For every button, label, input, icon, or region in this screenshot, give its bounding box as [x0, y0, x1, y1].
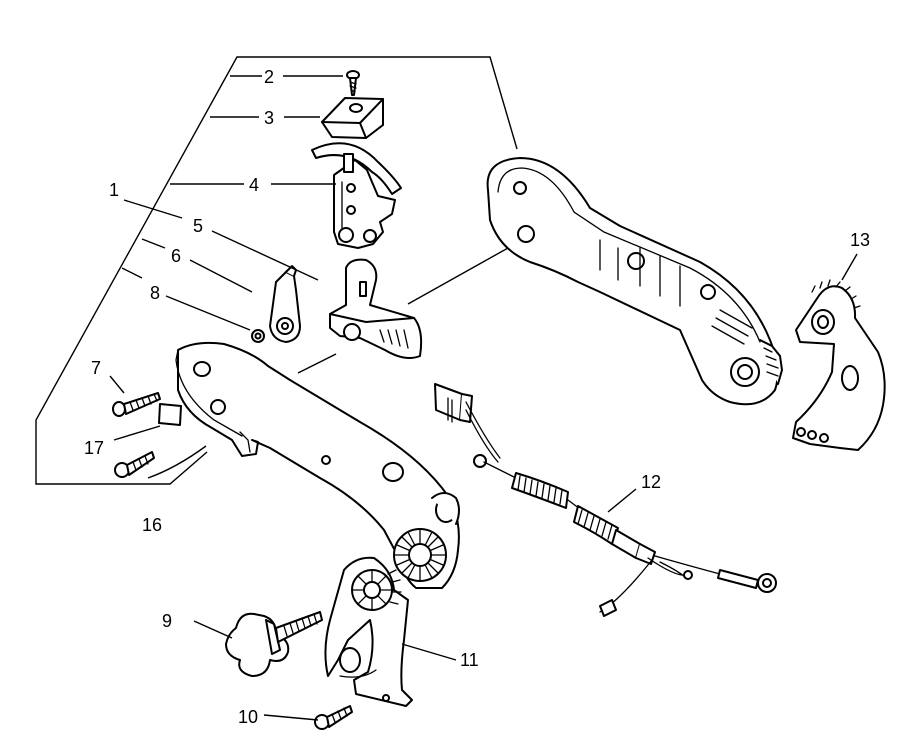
callout-1: 1	[109, 180, 119, 200]
callout-17: 17	[84, 438, 104, 458]
part-trigger-5	[329, 258, 423, 359]
gear-left-housing	[393, 528, 447, 582]
part-screw-16	[114, 451, 155, 478]
callout-8: 8	[150, 283, 160, 303]
part-knob-9	[225, 611, 323, 677]
callout-11: 11	[460, 650, 479, 670]
part-bracket-11	[324, 556, 413, 707]
part-screw-7	[112, 392, 161, 417]
callout-7: 7	[91, 358, 101, 378]
part-block-3	[321, 97, 384, 139]
part-screw-2	[346, 70, 360, 96]
part-label-17	[158, 403, 182, 426]
part-screw-10	[314, 705, 353, 730]
callout-2: 2	[264, 67, 274, 87]
callout-6: 6	[171, 246, 181, 266]
callout-3: 3	[264, 108, 274, 128]
part-cable-12	[434, 383, 777, 617]
callout-4: 4	[249, 175, 259, 195]
callout-10: 10	[238, 707, 258, 727]
assembly-bracket-outline	[35, 56, 518, 485]
part-lever-4	[311, 142, 402, 249]
callout-9: 9	[162, 611, 172, 631]
part-small-lever-6	[269, 265, 301, 343]
part-washer-8	[251, 329, 265, 343]
leader-lines	[109, 75, 858, 721]
callout-12: 12	[641, 472, 661, 492]
callout-5: 5	[193, 216, 203, 236]
callout-16: 16	[142, 515, 162, 535]
housing-half-left	[175, 341, 460, 589]
callout-13: 13	[850, 230, 870, 250]
part-bracket-13	[792, 279, 886, 451]
housing-half-right	[486, 157, 783, 406]
callout-labels: 1 2 3 4 5 6 7 8 9 10 11 12 13 16 17	[84, 67, 870, 727]
